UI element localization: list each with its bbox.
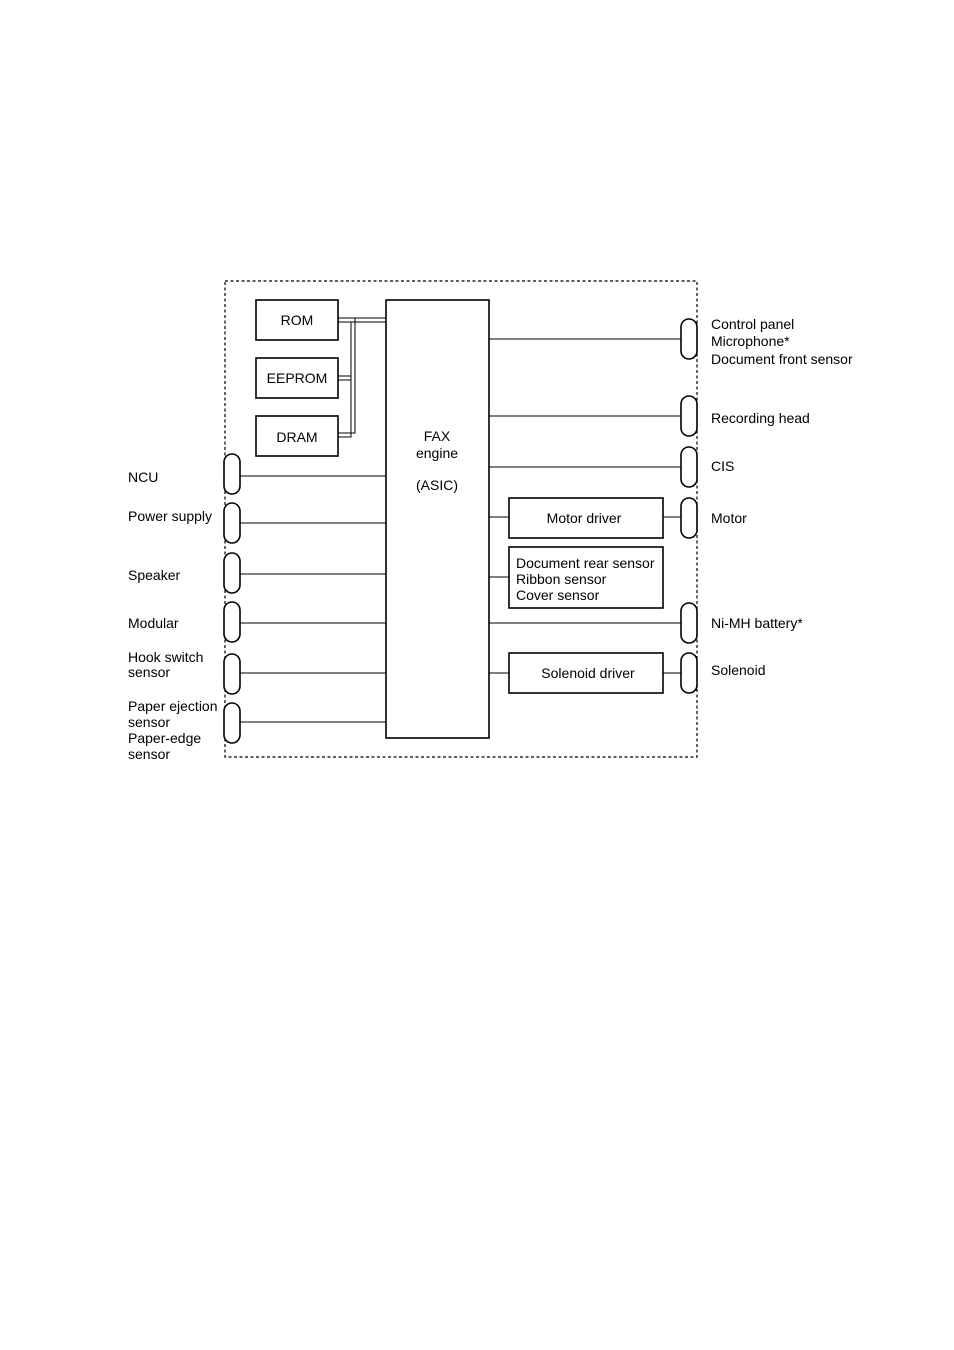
rom-label: ROM bbox=[281, 312, 314, 328]
paper-edge-label-1: Paper-edge bbox=[128, 730, 201, 746]
cover-sensor-label: Cover sensor bbox=[516, 587, 600, 603]
motor-driver-block: Motor driver bbox=[509, 498, 663, 538]
left-connectors bbox=[224, 454, 240, 743]
ncu-label: NCU bbox=[128, 469, 158, 485]
asic-label-line1: FAX bbox=[424, 428, 451, 444]
asic-label-line3: (ASIC) bbox=[416, 477, 458, 493]
rom-block: ROM bbox=[256, 300, 338, 340]
connector-power-supply bbox=[224, 503, 240, 543]
recording-head-label: Recording head bbox=[711, 410, 810, 426]
connector-ncu bbox=[224, 454, 240, 494]
power-supply-label: Power supply bbox=[128, 508, 212, 524]
cis-label: CIS bbox=[711, 458, 734, 474]
battery-label: Ni-MH battery* bbox=[711, 615, 803, 631]
connector-modular bbox=[224, 602, 240, 642]
modular-label: Modular bbox=[128, 615, 179, 631]
right-labels: Control panel Microphone* Document front… bbox=[711, 316, 853, 678]
speaker-label: Speaker bbox=[128, 567, 180, 583]
connector-battery bbox=[681, 603, 697, 643]
asic-block: FAX engine (ASIC) bbox=[386, 300, 489, 738]
microphone-label: Microphone* bbox=[711, 333, 790, 349]
hook-switch-label-1: Hook switch bbox=[128, 649, 203, 665]
document-front-sensor-label: Document front sensor bbox=[711, 351, 853, 367]
memory-bus bbox=[338, 318, 386, 437]
paper-ejection-label-2: sensor bbox=[128, 714, 170, 730]
connector-paper-sensors bbox=[224, 703, 240, 743]
document-rear-sensor-label: Document rear sensor bbox=[516, 555, 655, 571]
hook-switch-label-2: sensor bbox=[128, 664, 170, 680]
eeprom-label: EEPROM bbox=[267, 370, 328, 386]
solenoid-driver-block: Solenoid driver bbox=[509, 653, 663, 693]
connector-hook-switch bbox=[224, 654, 240, 694]
right-connectors bbox=[681, 319, 697, 693]
left-signal-lines bbox=[240, 476, 386, 722]
dram-block: DRAM bbox=[256, 416, 338, 456]
eeprom-block: EEPROM bbox=[256, 358, 338, 398]
connector-recording-head bbox=[681, 396, 697, 436]
solenoid-label: Solenoid bbox=[711, 662, 766, 678]
motor-label: Motor bbox=[711, 510, 747, 526]
connector-cis bbox=[681, 447, 697, 487]
left-labels: NCU Power supply Speaker Modular Hook sw… bbox=[128, 469, 218, 762]
dram-label: DRAM bbox=[276, 429, 317, 445]
asic-label-line2: engine bbox=[416, 445, 458, 461]
paper-edge-label-2: sensor bbox=[128, 746, 170, 762]
solenoid-driver-label: Solenoid driver bbox=[541, 665, 635, 681]
motor-driver-label: Motor driver bbox=[547, 510, 622, 526]
paper-ejection-label-1: Paper ejection bbox=[128, 698, 218, 714]
connector-solenoid bbox=[681, 653, 697, 693]
connector-control-panel bbox=[681, 319, 697, 359]
control-panel-label: Control panel bbox=[711, 316, 794, 332]
connector-motor bbox=[681, 498, 697, 538]
sensors-block: Document rear sensor Ribbon sensor Cover… bbox=[509, 547, 663, 608]
ribbon-sensor-label: Ribbon sensor bbox=[516, 571, 607, 587]
connector-speaker bbox=[224, 553, 240, 593]
